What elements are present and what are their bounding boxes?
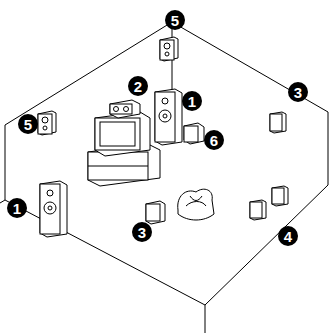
room-outline [0,22,328,333]
tv-set [88,112,160,186]
callout-number: 3 [288,82,308,102]
callout-number: 1 [182,91,202,111]
center-speaker [110,100,140,118]
surround-back-speaker [38,111,56,135]
callout-number: 5 [165,10,185,30]
callout-number: 3 [132,222,152,242]
callout-number: 6 [204,130,224,150]
callout-number: 2 [128,76,148,96]
listening-chair [178,189,214,220]
front-speaker [40,181,67,237]
subwoofer [184,123,204,144]
callout-number: 4 [278,226,298,246]
surround-back-speaker [250,186,288,220]
surround-speaker [270,112,286,133]
surround-back-speaker [160,37,178,61]
callout-number: 1 [7,198,27,218]
surround-speaker [146,201,165,224]
front-speaker [155,89,182,145]
callout-number: 5 [18,114,38,134]
